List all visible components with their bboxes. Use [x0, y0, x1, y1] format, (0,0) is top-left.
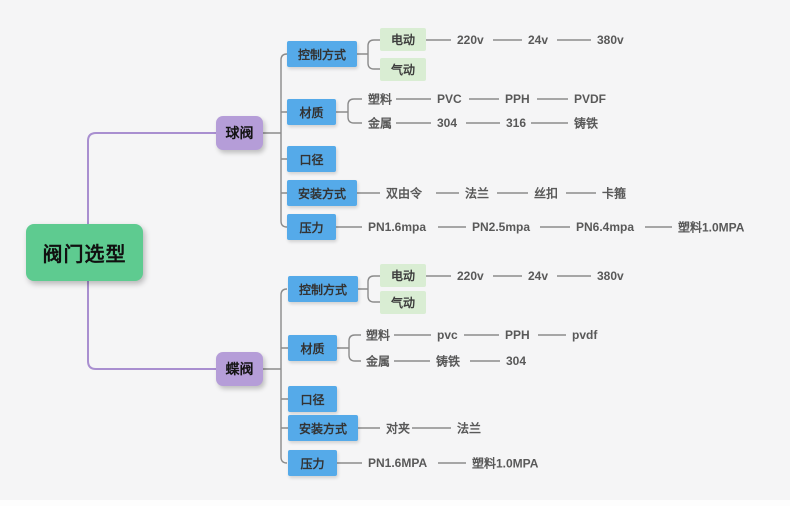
node-ball-valve[interactable]: 球阀	[216, 116, 263, 150]
leaf-ball-pn25[interactable]: PN2.5mpa	[472, 220, 531, 234]
leaf-ball-thread[interactable]: 丝扣	[534, 186, 559, 201]
node-ball-diameter[interactable]: 口径	[287, 146, 336, 172]
leaf-ball-pn64[interactable]: PN6.4mpa	[576, 220, 635, 234]
leaf-fly-pn16[interactable]: PN1.6MPA	[368, 456, 428, 470]
node-fly-control-mode[interactable]: 控制方式	[288, 276, 358, 302]
leaf-fly-pvc[interactable]: pvc	[437, 328, 458, 342]
node-fly-diameter[interactable]: 口径	[288, 386, 337, 412]
canvas-bottom-edge	[0, 500, 790, 506]
node-ball-pneumatic[interactable]: 气动	[380, 58, 426, 81]
node-fly-pneumatic[interactable]: 气动	[380, 291, 426, 314]
leaf-fly-380v[interactable]: 380v	[597, 269, 624, 283]
leaf-fly-pvdf[interactable]: pvdf	[572, 328, 598, 342]
node-ball-pressure[interactable]: 压力	[287, 214, 336, 240]
leaf-ball-pn16[interactable]: PN1.6mpa	[368, 220, 427, 234]
leaf-ball-metal[interactable]: 金属	[368, 116, 393, 131]
leaf-ball-pvc[interactable]: PVC	[437, 92, 462, 106]
leaf-fly-220v[interactable]: 220v	[457, 269, 484, 283]
leaf-ball-316[interactable]: 316	[506, 116, 527, 130]
leaf-fly-pph[interactable]: PPH	[505, 328, 530, 342]
leaf-fly-plastic[interactable]: 塑料	[366, 328, 391, 343]
node-ball-material[interactable]: 材质	[287, 99, 336, 125]
leaf-ball-union[interactable]: 双由令	[386, 186, 423, 201]
leaf-ball-380v[interactable]: 380v	[597, 33, 624, 47]
leaf-fly-cast-iron[interactable]: 铸铁	[436, 354, 461, 369]
leaf-fly-plastic-10mpa[interactable]: 塑料1.0MPA	[472, 456, 539, 471]
node-butterfly-valve[interactable]: 蝶阀	[216, 352, 263, 386]
leaf-fly-24v[interactable]: 24v	[528, 269, 549, 283]
node-ball-control-mode[interactable]: 控制方式	[287, 41, 357, 67]
leaf-ball-304[interactable]: 304	[437, 116, 458, 130]
leaf-ball-plastic[interactable]: 塑料	[368, 92, 393, 107]
node-root-valve-selection[interactable]: 阀门选型	[26, 224, 143, 281]
leaf-ball-clamp[interactable]: 卡箍	[602, 186, 627, 201]
node-ball-install-mode[interactable]: 安装方式	[287, 180, 357, 206]
leaf-fly-wafer[interactable]: 对夹	[386, 421, 411, 436]
leaf-ball-plastic-10mpa[interactable]: 塑料1.0MPA	[678, 220, 745, 235]
edges-ball-subtree	[263, 39, 672, 228]
leaf-ball-pvdf[interactable]: PVDF	[574, 92, 607, 106]
node-ball-electric[interactable]: 电动	[380, 28, 426, 51]
leaf-fly-flange[interactable]: 法兰	[457, 421, 482, 436]
leaf-fly-304[interactable]: 304	[506, 354, 527, 368]
leaf-ball-pph[interactable]: PPH	[505, 92, 530, 106]
leaf-fly-metal[interactable]: 金属	[366, 354, 391, 369]
node-fly-pressure[interactable]: 压力	[288, 450, 337, 476]
leaf-ball-220v[interactable]: 220v	[457, 33, 484, 47]
leaf-ball-cast-iron[interactable]: 铸铁	[574, 116, 599, 131]
leaf-ball-24v[interactable]: 24v	[528, 33, 549, 47]
node-fly-electric[interactable]: 电动	[380, 264, 426, 287]
leaf-ball-flange[interactable]: 法兰	[465, 186, 490, 201]
edges-butterfly-subtree	[263, 275, 591, 464]
node-fly-install-mode[interactable]: 安装方式	[288, 415, 358, 441]
node-fly-material[interactable]: 材质	[288, 335, 337, 361]
